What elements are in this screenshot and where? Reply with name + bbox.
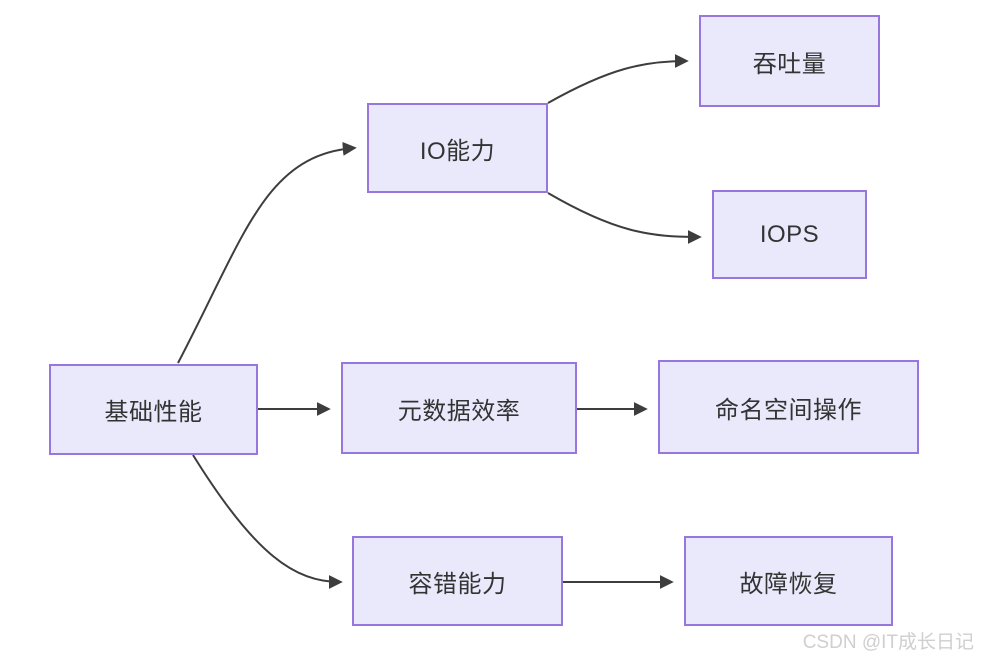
node-metadata-efficiency[interactable]: 元数据效率	[341, 362, 577, 454]
node-namespace-operations-label: 命名空间操作	[715, 396, 862, 424]
node-iops-label: IOPS	[759, 220, 820, 248]
node-basic-performance[interactable]: 基础性能	[49, 364, 258, 455]
node-failure-recovery[interactable]: 故障恢复	[684, 536, 893, 626]
node-iops[interactable]: IOPS	[712, 190, 867, 279]
node-namespace-operations[interactable]: 命名空间操作	[658, 360, 919, 454]
node-basic-performance-label: 基础性能	[104, 399, 203, 426]
edge-root-to-io	[177, 141, 357, 364]
node-io-capability-label: IO能力	[419, 137, 496, 165]
edge-root-to-fault	[192, 454, 343, 589]
node-metadata-efficiency-label: 元数据效率	[397, 397, 521, 425]
edge-io-to-throughput	[547, 54, 689, 104]
node-throughput[interactable]: 吞吐量	[699, 15, 880, 107]
node-io-capability[interactable]: IO能力	[367, 103, 548, 193]
watermark: CSDN @IT成长日记	[802, 632, 974, 653]
node-fault-tolerance[interactable]: 容错能力	[352, 536, 563, 626]
node-throughput-label: 吞吐量	[752, 50, 827, 78]
node-fault-tolerance-label: 容错能力	[408, 570, 507, 598]
edge-io-to-iops	[547, 192, 702, 244]
node-failure-recovery-label: 故障恢复	[739, 570, 838, 598]
